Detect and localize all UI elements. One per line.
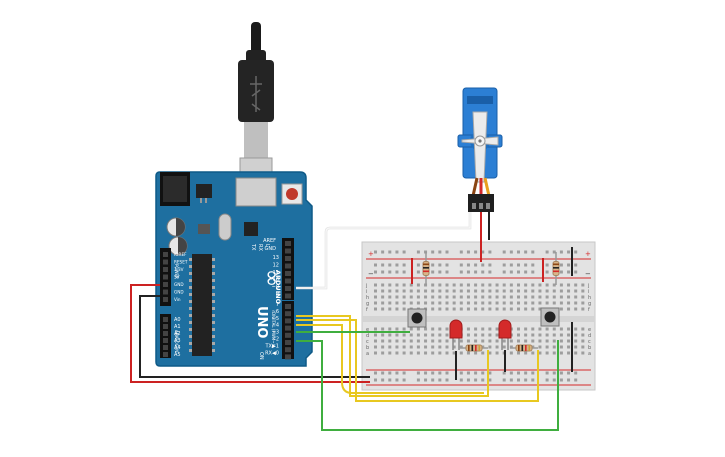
digital-pin-label: ~10 [268, 277, 279, 283]
svg-text:f: f [366, 307, 368, 313]
svg-text:c: c [366, 339, 369, 345]
svg-text:i: i [366, 289, 367, 295]
power-pin-label: Vin [174, 297, 181, 302]
rx-label: RX [257, 244, 263, 251]
power-label: POWER [174, 264, 179, 279]
svg-text:a: a [588, 351, 591, 357]
svg-text:b: b [366, 345, 369, 351]
rail-plus-label-tr: + [585, 250, 591, 258]
power-pin-label: 3.3V [174, 267, 184, 272]
center-channel [362, 316, 595, 322]
digital-pin-label: ~6 [272, 309, 279, 315]
svg-text:i: i [588, 289, 589, 295]
power-pin-label: GND [174, 282, 184, 287]
power-pin-labels: IOREF RESET 3.3V 5V GND GND Vin [174, 252, 188, 302]
rail-plus-label-tl: + [368, 250, 374, 258]
svg-text:e: e [588, 327, 591, 333]
resistor-led-left[interactable] [460, 344, 488, 352]
resistor-top-left[interactable] [422, 252, 430, 285]
analog-pin-label: A5 [174, 352, 181, 358]
rail-minus-label-tr: − [585, 270, 591, 278]
power-pin-label: GND [174, 290, 184, 295]
svg-text:b: b [588, 345, 591, 351]
reset-button[interactable] [281, 183, 303, 205]
wire-button2[interactable] [296, 340, 559, 431]
on-label: ON [258, 352, 264, 360]
micro-servo[interactable] [457, 87, 503, 212]
tx-label: TX [250, 243, 256, 251]
aref-label: AREF [263, 238, 276, 244]
digital-pin-label: ~9 [272, 285, 279, 291]
uno-label: UNO [254, 306, 269, 339]
atmega-chip [192, 254, 212, 356]
digital-pin-label: 7 [276, 302, 279, 308]
resistors [422, 252, 560, 352]
digital-pin-label: 4 [276, 323, 279, 329]
svg-text:j: j [587, 283, 589, 289]
pushbutton-left[interactable] [407, 308, 427, 328]
svg-text:h: h [588, 295, 591, 301]
breadboard-holes [374, 250, 585, 382]
digital-pwm-label: DIGITAL (PWM~) [271, 312, 276, 346]
svg-text:h: h [366, 295, 369, 301]
wire-5v[interactable] [130, 284, 370, 383]
svg-text:d: d [366, 333, 369, 339]
power-pin-label: 5V [174, 275, 180, 280]
digital-pin-label: 8 [276, 292, 279, 298]
arduino-uno-board[interactable]: ∞ ARDUINO UNO TX RX L ON DIGITAL (PWM~) … [155, 171, 313, 367]
svg-text:f: f [588, 307, 590, 313]
svg-text:a: a [366, 351, 369, 357]
analog-pin-label: A0 [174, 317, 181, 323]
digital-pin-label: TX▶1 [264, 343, 279, 349]
digital-pin-label: 12 [273, 262, 279, 268]
analog-pin-label: A4 [174, 345, 181, 351]
wire-pin5-led1[interactable] [296, 315, 489, 397]
usb-jack [235, 177, 277, 207]
rail-minus-label-tl: − [368, 270, 374, 278]
svg-text:d: d [588, 333, 591, 339]
arduino-brand-label: ARDUINO [274, 270, 282, 305]
power-pin-label: RESET [174, 260, 188, 265]
wire-pin3-led2[interactable] [296, 319, 539, 402]
digital-pin-label: 13 [273, 255, 279, 261]
l-label: L [264, 244, 270, 247]
digital-pin-label: ~11 [268, 270, 279, 276]
resistor-top-right[interactable] [552, 252, 560, 285]
svg-text:g: g [588, 301, 591, 307]
arduino-logo-icon: ∞ [259, 269, 284, 287]
svg-text:c: c [588, 339, 591, 345]
gnd-label: GND [265, 246, 277, 252]
servo-horn[interactable] [472, 111, 488, 183]
svg-text:j: j [365, 283, 367, 289]
wires [130, 212, 573, 431]
resistor-led-right[interactable] [510, 344, 538, 352]
analog-pin-label: A3 [174, 338, 181, 344]
digital-pin-label: 2 [276, 337, 279, 343]
digital-pin-label: RX◀0 [265, 350, 279, 356]
pushbutton-right[interactable] [540, 307, 560, 327]
analog-pin-label: A2 [174, 331, 181, 337]
digital-pin-label: ~5 [272, 316, 279, 322]
header-pins [163, 241, 291, 360]
wire-pin4-yellow[interactable] [296, 324, 484, 394]
analog-pin-label: A1 [174, 324, 181, 330]
led-right[interactable] [498, 319, 512, 350]
analog-in-label: ANALOG IN [174, 330, 179, 352]
wire-gnd[interactable] [139, 295, 370, 378]
power-pin-label: IOREF [174, 252, 187, 257]
svg-text:g: g [366, 301, 369, 307]
digital-pin-label: ~3 [272, 330, 279, 336]
svg-text:e: e [366, 327, 369, 333]
led-left[interactable] [449, 319, 463, 350]
